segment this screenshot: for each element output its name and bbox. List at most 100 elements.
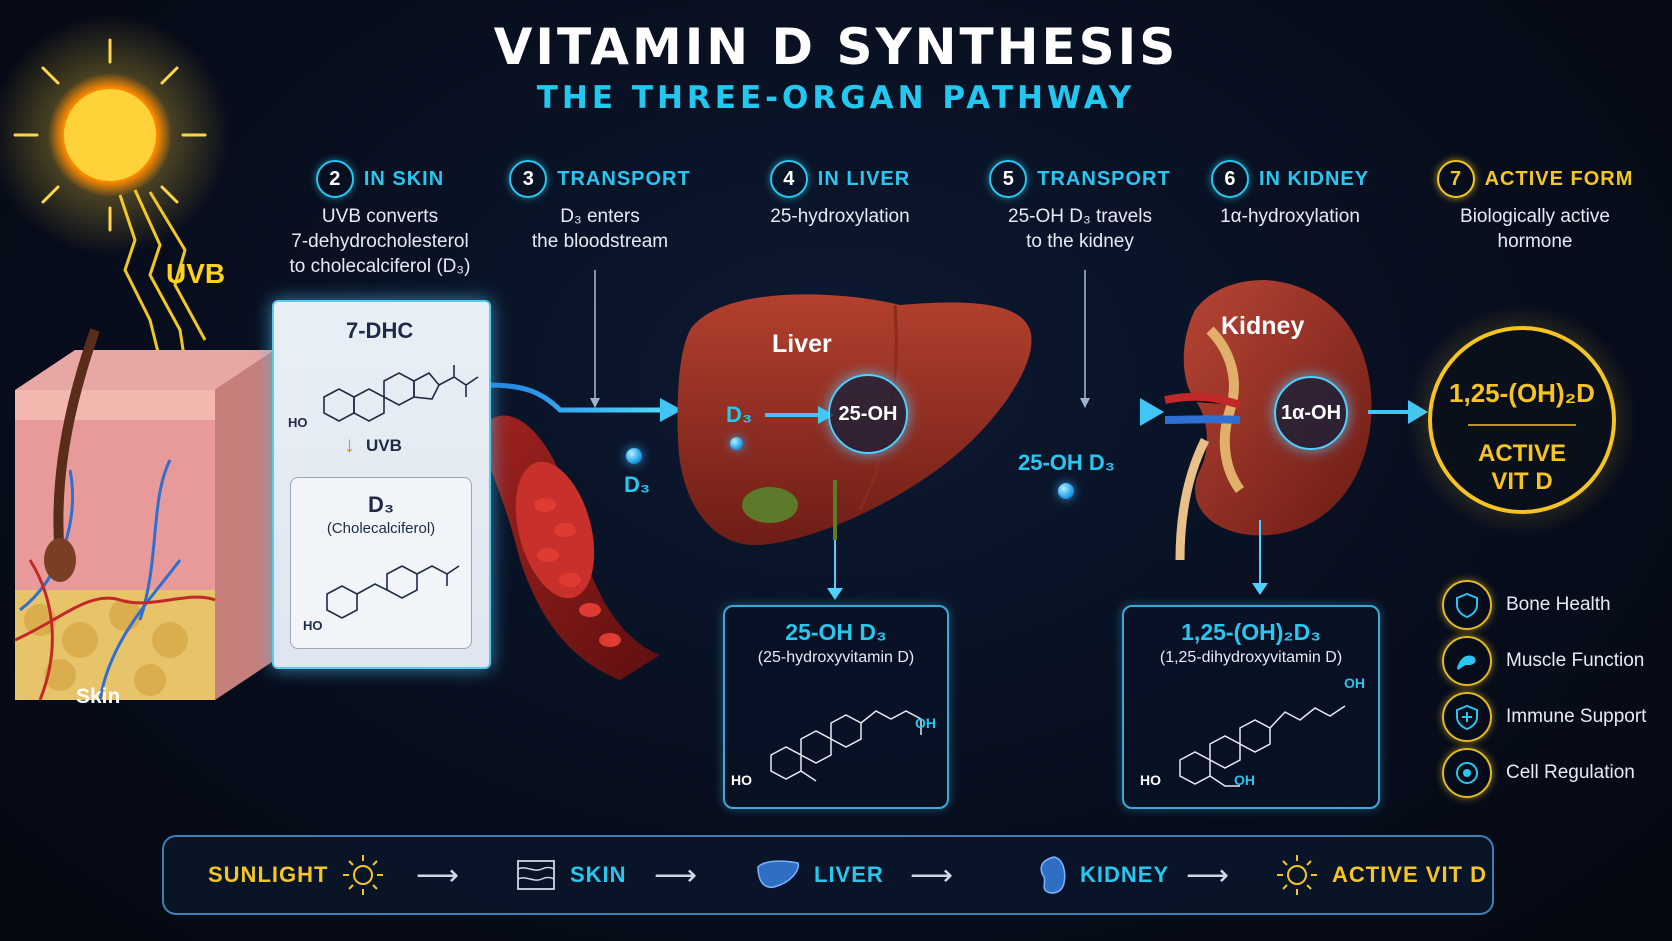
box-subtitle: (1,25-dihydroxyvitamin D) bbox=[1159, 649, 1343, 666]
ho-label: HO bbox=[288, 415, 308, 430]
step-label: ACTIVE FORM bbox=[1484, 167, 1634, 190]
kidney-label: Kidney bbox=[1221, 312, 1305, 340]
summary-label: ACTIVE VIT D bbox=[1332, 862, 1488, 887]
blood-d3-label: D₃ bbox=[624, 472, 651, 497]
step-number: 5 bbox=[989, 160, 1028, 198]
7dhc-label: 7-DHC bbox=[346, 318, 414, 343]
skin-icon bbox=[517, 860, 555, 890]
step-desc-line: to the kidney bbox=[1026, 231, 1134, 252]
step-label: IN SKIN bbox=[363, 167, 445, 190]
active-line-2: VIT D bbox=[1491, 468, 1553, 495]
step-label: IN LIVER bbox=[817, 167, 911, 190]
skin-block bbox=[14, 328, 275, 701]
flow-arrow-skin-blood bbox=[487, 382, 660, 413]
summary-active-vit-d: ACTIVE VIT D bbox=[1274, 837, 1487, 913]
step-transport-kidney: 5 TRANSPORT 25-OH D₃ travels to the kidn… bbox=[980, 160, 1180, 254]
liver-label: Liver bbox=[772, 330, 832, 358]
7dhc-structure bbox=[323, 365, 479, 422]
summary-sunlight: SUNLIGHT bbox=[208, 837, 386, 913]
step-number: 3 bbox=[509, 160, 548, 198]
step-desc-line: UVB converts bbox=[321, 206, 439, 227]
oh-label: OH bbox=[915, 715, 936, 731]
25oh-d3-box: 25-OH D₃ (25-hydroxyvitamin D) HO OH bbox=[723, 605, 949, 809]
oh-label-c1: OH bbox=[1234, 772, 1255, 788]
arrow-icon: ⟶ bbox=[654, 858, 698, 892]
benefit-immune-support: Immune Support bbox=[1442, 692, 1646, 742]
benefit-muscle-function: Muscle Function bbox=[1442, 636, 1644, 686]
liver-node-label: 25-OH bbox=[838, 402, 898, 425]
benefit-label: Cell Regulation bbox=[1506, 762, 1635, 783]
step-in-liver: 4 IN LIVER 25-hydroxylation bbox=[740, 160, 940, 229]
step-transport-blood: 3 TRANSPORT D₃ enters the bloodstream bbox=[500, 160, 700, 254]
ho-label: HO bbox=[731, 772, 752, 788]
arrow-icon: ⟶ bbox=[910, 858, 954, 892]
shield-plus-icon bbox=[1442, 692, 1492, 742]
step-desc-line: 25-OH D₃ travels bbox=[1008, 206, 1152, 227]
uvb-label: UVB bbox=[166, 258, 226, 289]
summary-skin: SKIN bbox=[514, 837, 627, 913]
step-active-form: 7 ACTIVE FORM Biologically active hormon… bbox=[1425, 160, 1645, 254]
25oh-molecule-dot bbox=[1058, 483, 1074, 499]
summary-label: LIVER bbox=[814, 862, 884, 887]
muscle-icon bbox=[1442, 636, 1492, 686]
uvb-arrow-icon: ↓ bbox=[344, 432, 355, 457]
hair-follicle bbox=[53, 328, 100, 561]
ho-label: HO bbox=[1140, 772, 1161, 788]
active-ring bbox=[1428, 326, 1616, 514]
blood-vessel bbox=[480, 415, 660, 680]
active-line-1: ACTIVE bbox=[1477, 440, 1566, 467]
d3-sublabel: (Cholecalciferol) bbox=[326, 520, 436, 537]
summary-label: SKIN bbox=[570, 862, 627, 887]
liver-d3-label: D₃ bbox=[726, 402, 753, 427]
active-formula: 1,25-(OH)₂D bbox=[1449, 378, 1595, 408]
arrow-icon: ⟶ bbox=[1186, 858, 1230, 892]
step-label: TRANSPORT bbox=[1037, 167, 1171, 190]
d3-structure bbox=[326, 565, 460, 619]
kidney-1a-oh-node: 1α-OH bbox=[1274, 376, 1348, 450]
step-label: IN KIDNEY bbox=[1258, 167, 1370, 190]
summary-label: SUNLIGHT bbox=[208, 862, 329, 887]
step-desc-line: 1α-hydroxylation bbox=[1220, 206, 1360, 227]
box-subtitle: (25-hydroxyvitamin D) bbox=[757, 649, 915, 666]
benefit-cell-regulation: Cell Regulation bbox=[1442, 748, 1635, 798]
sun-icon bbox=[13, 38, 207, 232]
skin-label: Skin bbox=[76, 685, 121, 708]
box-title: 1,25-(OH)₂D₃ bbox=[1181, 619, 1321, 645]
step-number: 6 bbox=[1210, 160, 1249, 198]
summary-liver: LIVER bbox=[754, 837, 884, 913]
benefit-bone-health: Bone Health bbox=[1442, 580, 1611, 630]
page-subtitle: THE THREE-ORGAN PATHWAY bbox=[536, 80, 1136, 116]
box-title: 25-OH D₃ bbox=[785, 619, 887, 645]
step-desc-line: the bloodstream bbox=[531, 231, 669, 252]
step-desc-line: Biologically active bbox=[1460, 206, 1610, 227]
liver-25oh-node: 25-OH bbox=[828, 374, 908, 454]
step-label: TRANSPORT bbox=[557, 167, 691, 190]
step-desc-line: D₃ enters bbox=[560, 206, 640, 227]
step-number: 7 bbox=[1436, 160, 1475, 198]
d3-label: D₃ bbox=[367, 492, 395, 517]
skin-conversion-panel: 7-DHC HO ↓ UVB D₃ (Cholecalciferol) bbox=[272, 300, 491, 669]
125-oh2-d3-structure bbox=[1179, 705, 1346, 787]
step-desc-line: hormone bbox=[1497, 231, 1573, 252]
kidney-node-label: 1α-OH bbox=[1280, 401, 1342, 424]
ho-label: HO bbox=[303, 618, 323, 633]
sun-icon bbox=[1277, 855, 1317, 895]
125-oh2-d3-box: 1,25-(OH)₂D₃ (1,25-dihydroxyvitamin D) H… bbox=[1122, 605, 1380, 809]
pathway-summary-bar: SUNLIGHT ⟶ SKIN ⟶ LIVER ⟶ bbox=[162, 835, 1494, 915]
25oh-d3-structure bbox=[770, 710, 922, 782]
sun-icon bbox=[343, 855, 384, 895]
benefit-label: Bone Health bbox=[1506, 594, 1611, 615]
page-title: VITAMIN D SYNTHESIS bbox=[493, 18, 1179, 76]
step-in-kidney: 6 IN KIDNEY 1α-hydroxylation bbox=[1185, 160, 1395, 229]
step-desc-line: to cholecalciferol (D₃) bbox=[289, 256, 471, 277]
cell-icon bbox=[1442, 748, 1492, 798]
step-in-skin: 2 IN SKIN UVB converts 7-dehydrocholeste… bbox=[265, 160, 495, 279]
step-number: 4 bbox=[769, 160, 808, 198]
step-desc-line: 7-dehydrocholesterol bbox=[291, 231, 469, 252]
liver-icon bbox=[757, 860, 799, 889]
oh-label-c25: OH bbox=[1344, 675, 1365, 691]
benefit-label: Immune Support bbox=[1506, 706, 1647, 727]
summary-kidney: KIDNEY bbox=[1032, 837, 1169, 913]
benefit-label: Muscle Function bbox=[1506, 650, 1645, 671]
